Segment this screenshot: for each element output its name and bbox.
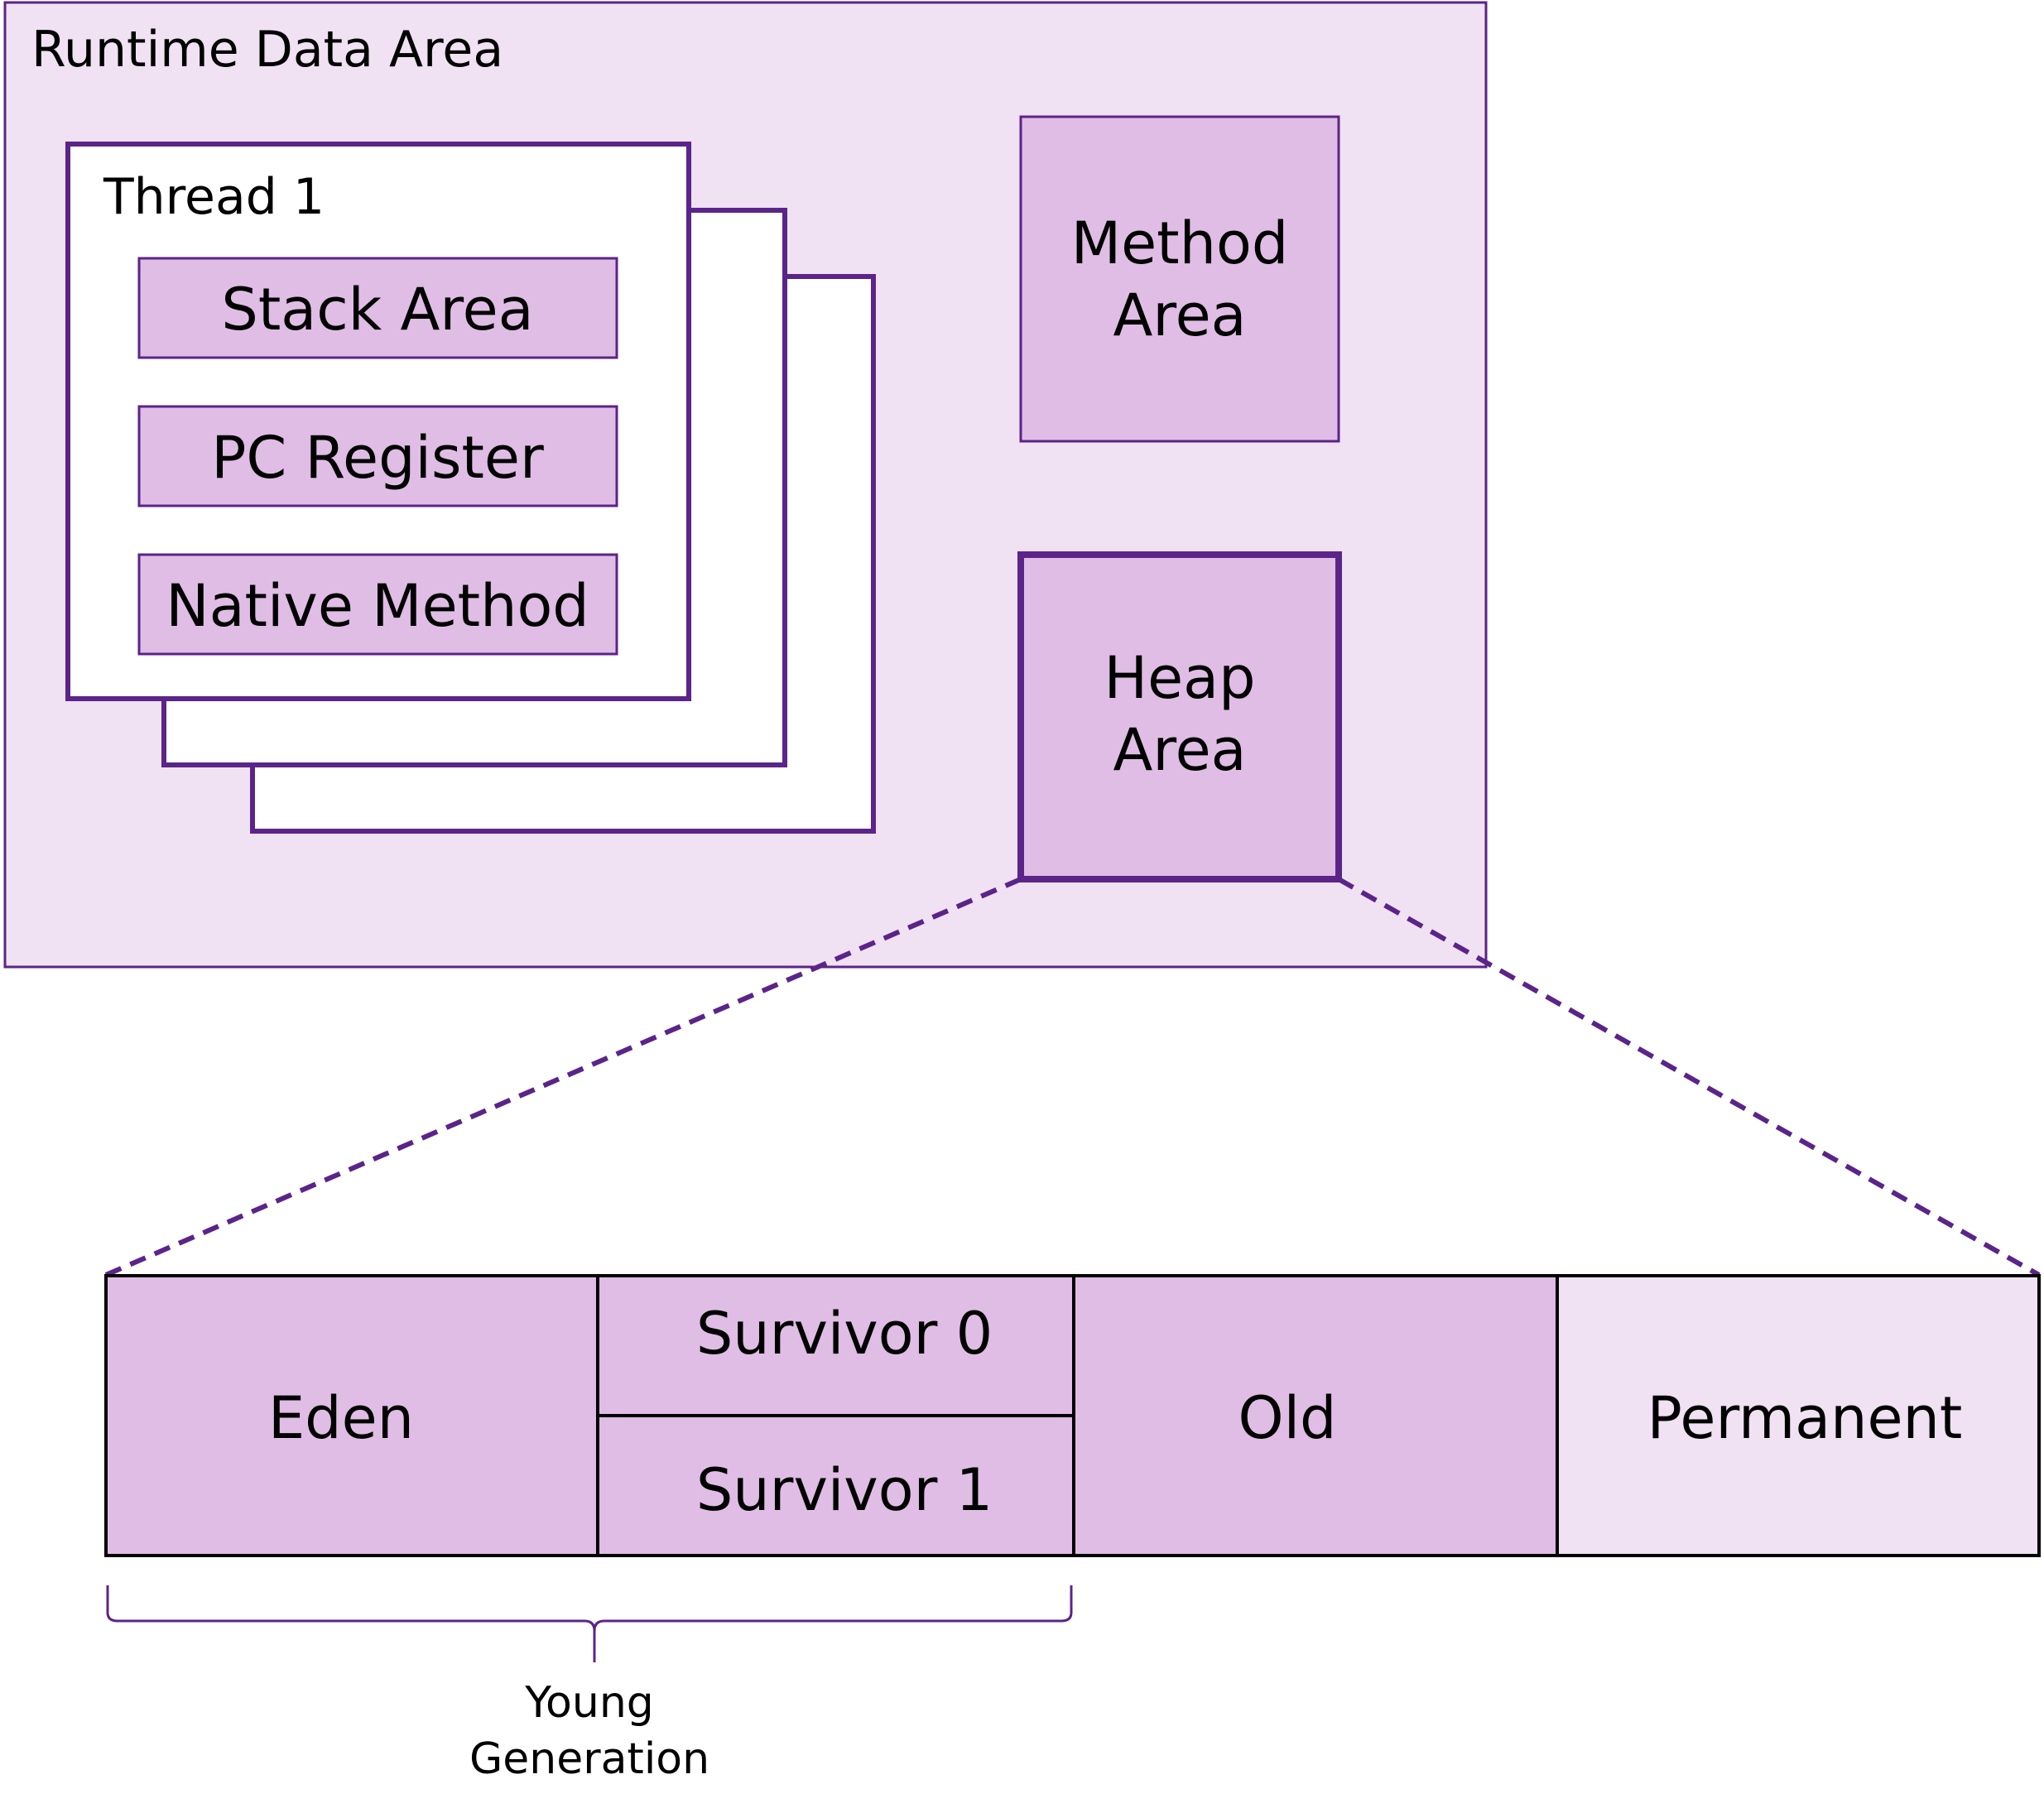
method-area-label-line1: Method — [1071, 209, 1289, 277]
method-area-box — [1019, 115, 1340, 443]
survivor-0-label: Survivor 0 — [696, 1300, 993, 1368]
old-box — [1072, 1274, 1559, 1557]
survivor-1-label: Survivor 1 — [696, 1456, 993, 1524]
permanent-box — [1556, 1274, 2041, 1557]
stack-area-label: Stack Area — [221, 276, 533, 344]
heap-area-box — [1017, 551, 1342, 882]
zoom-line-left — [104, 877, 1022, 1277]
native-method-box — [137, 553, 618, 656]
eden-label: Eden — [268, 1384, 414, 1452]
pc-register-label: PC Register — [211, 424, 544, 492]
pc-register-box — [137, 405, 618, 507]
young-generation-label-line2: Generation — [469, 1734, 709, 1784]
stack-area-box — [137, 257, 618, 359]
runtime-data-area-title: Runtime Data Area — [31, 21, 503, 79]
young-generation-label-line1: Young — [524, 1678, 654, 1728]
native-method-label: Native Method — [166, 572, 589, 640]
permanent-label: Permanent — [1647, 1384, 1963, 1452]
old-label: Old — [1238, 1384, 1337, 1452]
young-generation-brace — [106, 1585, 1073, 1662]
zoom-line-right — [1337, 877, 2041, 1277]
survivor-0-box — [596, 1274, 1075, 1417]
heap-area-label-line1: Heap — [1104, 644, 1255, 712]
method-area-label-line2: Area — [1113, 281, 1246, 349]
thread-title: Thread 1 — [103, 168, 325, 226]
heap-area-label-line2: Area — [1113, 716, 1246, 784]
